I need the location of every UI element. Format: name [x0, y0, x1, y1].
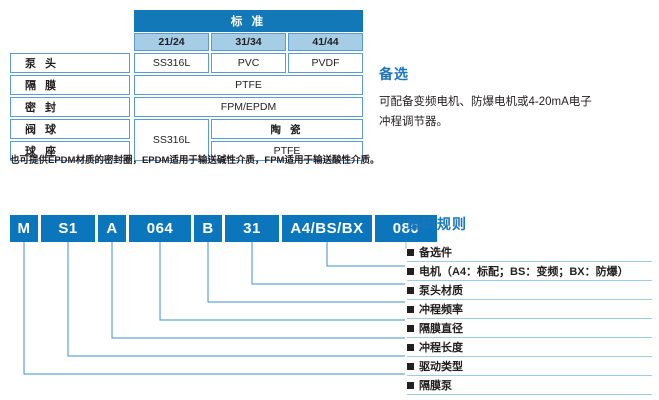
- legend-item-label: 冲程长度: [419, 342, 463, 354]
- legend-item: 隔膜直径: [407, 319, 652, 338]
- code-segment-4[interactable]: 064: [129, 215, 191, 242]
- legend-item-label: 电机（A4：标配；BS：变频；BX：防爆）: [419, 266, 629, 278]
- cell-pumphead-2124: SS316L: [134, 53, 209, 73]
- subheader-31-34: 31/34: [211, 33, 286, 51]
- connector-line: [111, 242, 405, 339]
- connector-line: [67, 242, 405, 357]
- optional-note-block: 备选 可配备变频电机、防爆电机或4-20mA电子冲程调节器。: [379, 64, 649, 132]
- square-bullet-icon: [407, 381, 414, 389]
- table-row: 隔 膜 PTFE: [10, 75, 363, 95]
- legend-item-label: 冲程频率: [419, 304, 463, 316]
- square-bullet-icon: [407, 324, 414, 332]
- row-label-ball-seat: 球 座: [10, 141, 130, 161]
- code-legend-title: 编码规则: [407, 216, 467, 232]
- table-row-merged: 阀 球 球 座 SS316L 陶 瓷 PTFE: [10, 119, 363, 161]
- merged-value-stack: 陶 瓷 PTFE: [211, 119, 363, 161]
- optional-note-body: 可配备变频电机、防爆电机或4-20mA电子冲程调节器。: [379, 96, 592, 129]
- cell-seal-all: FPM/EPDM: [134, 97, 363, 117]
- connector-line: [405, 242, 407, 249]
- square-bullet-icon: [407, 267, 414, 275]
- table-footnote: 也可提供EPDM材质的密封圈，EPDM适用于输送碱性介质，FPM适用于输送酸性介…: [10, 155, 380, 166]
- connector-line: [159, 242, 405, 321]
- square-bullet-icon: [407, 305, 414, 313]
- specification-table: 标 准 21/24 31/34 41/44 泵 头 SS316L PVC PVD…: [10, 10, 363, 163]
- legend-item-label: 备选件: [419, 247, 452, 259]
- connector-line: [326, 242, 405, 267]
- row-label-valve-ball: 阀 球: [10, 119, 130, 139]
- cell-valve-ball-ceramic: 陶 瓷: [211, 119, 363, 139]
- legend-item: 冲程长度: [407, 338, 652, 357]
- legend-item: 电机（A4：标配；BS：变频；BX：防爆）: [407, 262, 652, 281]
- row-label-diaphragm: 隔 膜: [10, 75, 130, 95]
- square-bullet-icon: [407, 343, 414, 351]
- legend-item-label: 泵头材质: [419, 285, 463, 297]
- code-legend-list: 备选件电机（A4：标配；BS：变频；BX：防爆） 泵头材质冲程频率隔膜直径冲程长度…: [407, 243, 652, 395]
- table-header-standard: 标 准: [134, 10, 363, 32]
- table-subheader-row: 21/24 31/34 41/44: [134, 33, 363, 51]
- cell-pumphead-3134: PVC: [211, 53, 286, 73]
- legend-item: 备选件: [407, 243, 652, 262]
- cell-diaphragm-all: PTFE: [134, 75, 363, 95]
- legend-item-label: 隔膜直径: [419, 323, 463, 335]
- connector-line: [207, 242, 405, 303]
- optional-note-title: 备选: [379, 66, 409, 82]
- legend-item: 冲程频率: [407, 300, 652, 319]
- merged-label-stack: 阀 球 球 座: [10, 119, 130, 161]
- code-segment-1[interactable]: M: [10, 215, 38, 242]
- legend-item: 泵头材质: [407, 281, 652, 300]
- legend-item-label: 驱动类型: [419, 361, 463, 373]
- code-segment-3[interactable]: A: [98, 215, 126, 242]
- square-bullet-icon: [407, 286, 414, 294]
- connector-line: [23, 242, 405, 375]
- legend-item: 驱动类型: [407, 357, 652, 376]
- code-segment-8[interactable]: 080: [375, 215, 437, 242]
- code-segment-7[interactable]: A4/BS/BX: [282, 215, 372, 242]
- square-bullet-icon: [407, 248, 414, 256]
- legend-item: 隔膜泵: [407, 376, 652, 395]
- cell-ball-seat-ptfe: PTFE: [211, 141, 363, 161]
- subheader-21-24: 21/24: [134, 33, 209, 51]
- row-label-seal: 密 封: [10, 97, 130, 117]
- square-bullet-icon: [407, 362, 414, 370]
- code-segment-5[interactable]: B: [194, 215, 222, 242]
- code-legend: 编码规则 备选件电机（A4：标配；BS：变频；BX：防爆） 泵头材质冲程频率隔膜直…: [407, 214, 652, 395]
- table-row: 泵 头 SS316L PVC PVDF: [10, 53, 363, 73]
- connector-line: [251, 242, 405, 285]
- cell-pumphead-4144: PVDF: [288, 53, 363, 73]
- row-label-pump-head: 泵 头: [10, 53, 130, 73]
- cell-valve-2124-merged: SS316L: [134, 119, 209, 161]
- subheader-41-44: 41/44: [288, 33, 363, 51]
- code-segment-2[interactable]: S1: [41, 215, 95, 242]
- code-segment-6[interactable]: 31: [225, 215, 279, 242]
- table-row: 密 封 FPM/EPDM: [10, 97, 363, 117]
- legend-item-label: 隔膜泵: [419, 380, 452, 392]
